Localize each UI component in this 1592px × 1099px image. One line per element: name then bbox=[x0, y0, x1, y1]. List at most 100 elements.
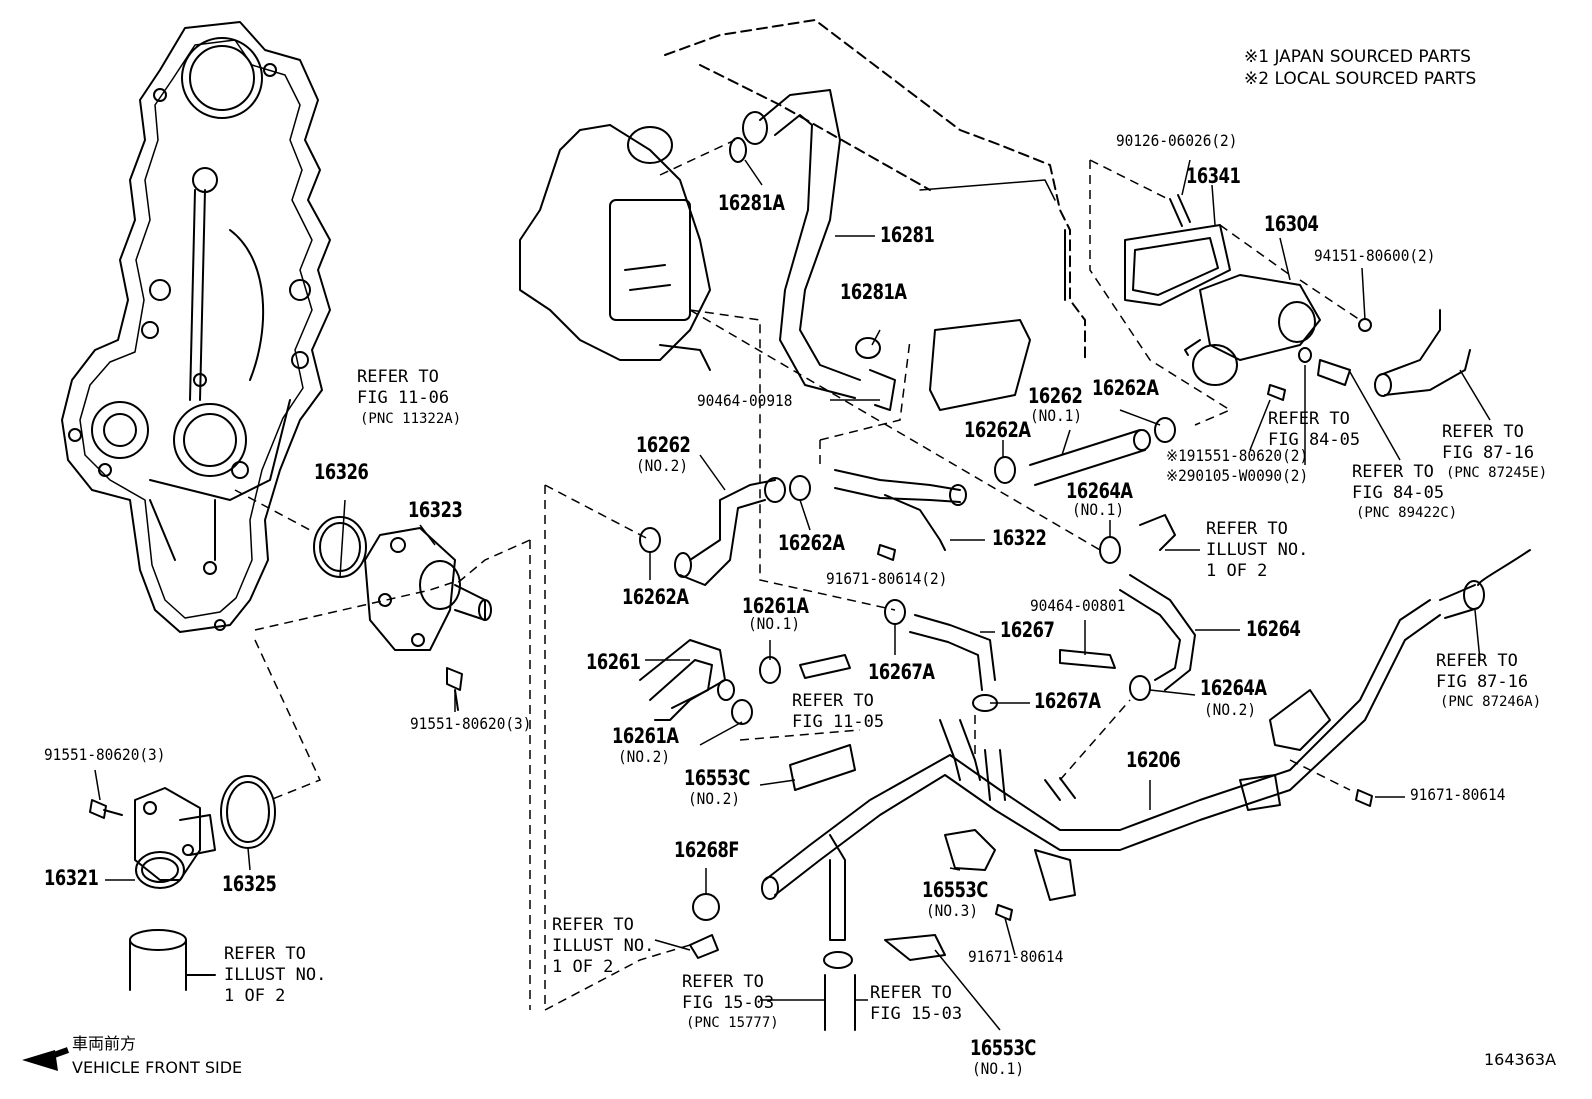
part-label-90464-00801[interactable]: 90464-00801 bbox=[1030, 596, 1126, 615]
bolt-91671-mid-drawing bbox=[995, 904, 1013, 921]
hose-end-center-drawing bbox=[689, 934, 719, 959]
pipe-16322-drawing bbox=[834, 469, 967, 551]
part-label-16262-no2[interactable]: 16262 bbox=[636, 433, 691, 457]
part-label-16261A-no1[interactable]: 16261A bbox=[742, 594, 809, 618]
clamp-16281A-top-drawing bbox=[729, 137, 747, 163]
pipe-fitting-drawing bbox=[799, 654, 851, 679]
radiator-hose-upper-drawing bbox=[1374, 309, 1471, 397]
ref-fig-15-03-a-pnc: (PNC 15777) bbox=[686, 1015, 779, 1031]
ring-16268F-drawing bbox=[692, 893, 720, 921]
ref-fig-87-16-bottom-pnc: (PNC 87246A) bbox=[1440, 694, 1542, 710]
ref-fig-84-05-b[interactable]: REFER TO FIG 84-05 bbox=[1352, 462, 1445, 503]
hose-16264-drawing bbox=[1119, 514, 1196, 691]
ref-fig-87-16-bottom[interactable]: REFER TO FIG 87-16 bbox=[1436, 651, 1529, 692]
ref-fig-87-16-top[interactable]: REFER TO FIG 87-16 bbox=[1442, 422, 1535, 463]
part-label-16267[interactable]: 16267 bbox=[1000, 618, 1055, 642]
bracket-16553C-no3-drawing bbox=[944, 829, 996, 871]
bracket-90464-00801-drawing bbox=[1059, 649, 1116, 669]
part-label-91671-80614-right[interactable]: 91671-80614 bbox=[1410, 785, 1506, 804]
part-label-16326[interactable]: 16326 bbox=[314, 460, 369, 484]
part-label-16264A-no2-sub: (NO.2) bbox=[1204, 700, 1257, 719]
part-label-16262A-d[interactable]: 16262A bbox=[1092, 376, 1159, 400]
part-label-16262A-b[interactable]: 16262A bbox=[778, 531, 845, 555]
part-label-16325[interactable]: 16325 bbox=[222, 872, 277, 896]
clamp-16262A-a-drawing bbox=[639, 527, 661, 553]
part-label-91671-80614-2[interactable]: 91671-80614(2) bbox=[826, 569, 948, 588]
part-label-91551-80620-mid[interactable]: 91551-80620(3) bbox=[410, 714, 532, 733]
ref-fig-87-16-top-pnc: (PNC 87245E) bbox=[1446, 465, 1548, 481]
part-label-16281A-mid[interactable]: 16281A bbox=[840, 280, 907, 304]
part-label-16261A-no1-sub: (NO.1) bbox=[748, 614, 801, 633]
part-label-16267A-a[interactable]: 16267A bbox=[868, 660, 935, 684]
part-label-16281[interactable]: 16281 bbox=[880, 223, 935, 247]
part-label-16321[interactable]: 16321 bbox=[44, 866, 99, 890]
bolt-91671-2-drawing bbox=[877, 544, 896, 561]
part-label-16206[interactable]: 16206 bbox=[1126, 748, 1181, 772]
pipe-branch-drawing bbox=[823, 719, 1076, 1031]
part-label-91551-80620-left[interactable]: 91551-80620(3) bbox=[44, 745, 166, 764]
part-label-94151-80600[interactable]: 94151-80600(2) bbox=[1314, 246, 1436, 265]
part-label-91671-80614-mid[interactable]: 91671-80614 bbox=[968, 947, 1064, 966]
part-label-16553C-no3[interactable]: 16553C bbox=[922, 878, 988, 902]
part-label-16268F[interactable]: 16268F bbox=[674, 838, 740, 862]
part-label-16323[interactable]: 16323 bbox=[408, 498, 463, 522]
part-label-16341[interactable]: 16341 bbox=[1186, 164, 1241, 188]
ref-fig-15-03-a[interactable]: REFER TO FIG 15-03 bbox=[682, 972, 775, 1013]
part-label-16261A-no2[interactable]: 16261A bbox=[612, 724, 679, 748]
ref-illust-right[interactable]: REFER TO ILLUST NO. 1 OF 2 bbox=[1206, 519, 1309, 581]
clamp-16264A-no1-drawing bbox=[1099, 536, 1121, 564]
part-label-16304[interactable]: 16304 bbox=[1264, 212, 1319, 236]
part-label-16261[interactable]: 16261 bbox=[586, 650, 641, 674]
part-label-16553C-no3-sub: (NO.3) bbox=[926, 901, 979, 920]
water-outlet-16304-drawing bbox=[1184, 274, 1321, 386]
ref-fig-11-06-pnc: (PNC 11322A) bbox=[360, 411, 462, 427]
stud-90126-drawing bbox=[1169, 194, 1191, 227]
ref-fig-11-05[interactable]: REFER TO FIG 11-05 bbox=[792, 691, 885, 732]
bolt-91551-left-drawing bbox=[89, 799, 123, 819]
clamp-16281A-mid-drawing bbox=[855, 337, 881, 359]
clamp-16267A-a-drawing bbox=[884, 599, 906, 625]
front-arrow-icon bbox=[22, 1047, 70, 1071]
part-label-16553C-no2-sub: (NO.2) bbox=[688, 789, 741, 808]
ref-fig-15-03-b[interactable]: REFER TO FIG 15-03 bbox=[870, 983, 963, 1024]
part-label-16264A-no1-sub: (NO.1) bbox=[1072, 500, 1125, 519]
ref-illust-center[interactable]: REFER TO ILLUST NO. 1 OF 2 bbox=[552, 915, 655, 977]
part-label-16261A-no2-sub: (NO.2) bbox=[618, 747, 671, 766]
part-label-16322[interactable]: 16322 bbox=[992, 526, 1047, 550]
part-label-16262-no1[interactable]: 16262 bbox=[1028, 384, 1083, 408]
throttle-body-drawing bbox=[519, 124, 711, 371]
hose-16262-no1-drawing bbox=[1029, 429, 1151, 486]
part-label-90126-06026[interactable]: 90126-06026(2) bbox=[1116, 131, 1238, 150]
part-label-16264A-no2[interactable]: 16264A bbox=[1200, 676, 1267, 700]
part-label-16267A-b[interactable]: 16267A bbox=[1034, 689, 1101, 713]
clamp-16261A-no1-drawing bbox=[759, 656, 781, 684]
water-inlet-16323-drawing bbox=[364, 527, 492, 651]
part-label-290105-W0090[interactable]: ※290105-W0090(2) bbox=[1166, 466, 1309, 485]
clamp-16262A-b-drawing bbox=[789, 475, 811, 501]
bolt-94151-drawing bbox=[1358, 318, 1372, 332]
hose-16267-drawing bbox=[909, 614, 996, 691]
part-label-16553C-no1[interactable]: 16553C bbox=[970, 1036, 1036, 1060]
part-label-16264A-no1[interactable]: 16264A bbox=[1066, 479, 1133, 503]
part-label-16262A-a[interactable]: 16262A bbox=[622, 585, 689, 609]
ref-fig-84-05-a[interactable]: REFER TO FIG 84-05 bbox=[1268, 409, 1361, 450]
part-label-16262A-c[interactable]: 16262A bbox=[964, 418, 1031, 442]
part-label-16281A-top[interactable]: 16281A bbox=[718, 191, 785, 215]
leader-lines bbox=[94, 159, 1491, 1031]
part-label-16262-no1-sub: (NO.1) bbox=[1030, 406, 1083, 425]
water-inlet-16321-drawing bbox=[134, 787, 216, 889]
part-label-16264[interactable]: 16264 bbox=[1246, 617, 1301, 641]
ref-fig-11-06[interactable]: REFER TO FIG 11-06 bbox=[357, 367, 450, 408]
part-label-16262-no2-sub: (NO.2) bbox=[636, 456, 689, 475]
part-label-90464-00918[interactable]: 90464-00918 bbox=[697, 391, 793, 410]
part-label-16553C-no2[interactable]: 16553C bbox=[684, 766, 750, 790]
figure-number: 164363A bbox=[1484, 1050, 1557, 1069]
part-label-191551-80620[interactable]: ※191551-80620(2) bbox=[1166, 446, 1309, 465]
legend-japan-sourced: ※1 JAPAN SOURCED PARTS bbox=[1244, 47, 1471, 67]
bracket-misc-drawing bbox=[1034, 849, 1076, 901]
assembly-lines bbox=[234, 139, 1361, 1012]
engine-outline-drawing bbox=[664, 19, 1086, 361]
part-label-16553C-no1-sub: (NO.1) bbox=[972, 1059, 1025, 1078]
clamp-16264A-no2-drawing bbox=[1129, 675, 1151, 701]
ref-illust-left[interactable]: REFER TO ILLUST NO. 1 OF 2 bbox=[224, 944, 327, 1006]
